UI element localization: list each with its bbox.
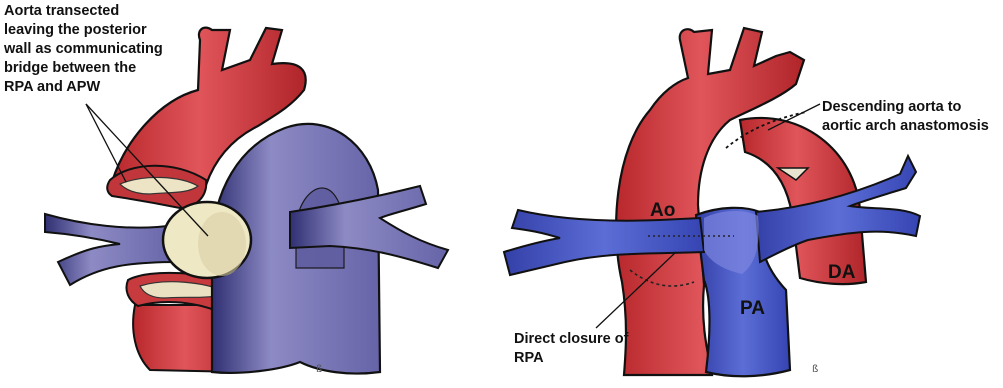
artist-signature: ß: [316, 364, 322, 375]
left-annotation-line: bridge between the: [4, 59, 163, 78]
closure-annotation-line: Direct closure of: [514, 330, 628, 349]
aortopulmonary-window-shade: [198, 212, 246, 276]
artist-signature: ß: [812, 364, 818, 375]
anastomosis-annotation-line: aortic arch anastomosis: [822, 117, 989, 136]
descending-aorta-label: DA: [828, 262, 855, 284]
closure-annotation-line: RPA: [514, 349, 628, 368]
left-annotation: Aorta transected leaving the posterior w…: [4, 2, 163, 97]
left-annotation-line: Aorta transected: [4, 2, 163, 21]
pointer-line-upper: [86, 104, 126, 182]
right-panel: [504, 28, 920, 376]
pulmonary-artery-label: PA: [740, 298, 765, 320]
left-annotation-line: RPA and APW: [4, 78, 163, 97]
anastomosis-annotation: Descending aorta to aortic arch anastomo…: [822, 98, 989, 136]
closure-annotation: Direct closure of RPA: [514, 330, 628, 368]
left-annotation-line: leaving the posterior: [4, 21, 163, 40]
aorta-label: Ao: [650, 200, 675, 222]
left-annotation-line: wall as communicating: [4, 40, 163, 59]
anastomosis-annotation-line: Descending aorta to: [822, 98, 989, 117]
